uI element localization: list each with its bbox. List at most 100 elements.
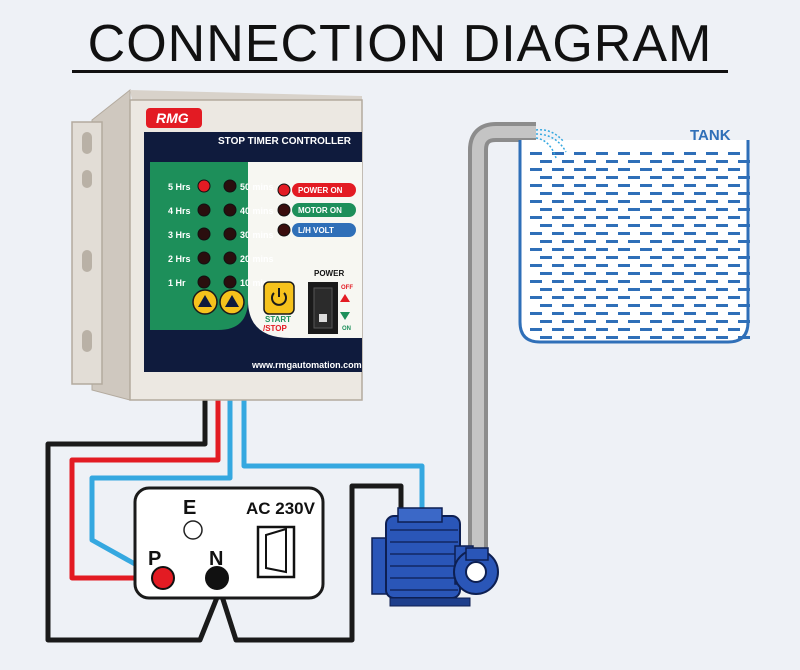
water-dash [596, 184, 608, 187]
website-label: www.rmgautomation.com [251, 360, 362, 370]
water-dash [650, 256, 662, 259]
minute-led [223, 275, 237, 289]
water-dash [540, 176, 552, 179]
water-dash [562, 160, 574, 163]
water-dash [640, 296, 652, 299]
water-dash [728, 280, 740, 283]
water-dash [562, 336, 574, 339]
water-dash [672, 272, 684, 275]
water-dash [684, 184, 696, 187]
water-dash [562, 208, 574, 211]
water-dash [530, 312, 542, 315]
water-dash [574, 168, 586, 171]
water-dash [650, 304, 662, 307]
minute-up-button[interactable] [219, 289, 245, 315]
water-dash [618, 184, 630, 187]
water-dash [540, 288, 552, 291]
status-led [277, 183, 291, 197]
water-dash [684, 280, 696, 283]
water-dash [606, 240, 618, 243]
water-dash [662, 328, 674, 331]
water-dash [716, 224, 728, 227]
power-switch[interactable] [308, 282, 338, 334]
water-dash [584, 336, 596, 339]
water-dash [618, 296, 630, 299]
water-dash [694, 208, 706, 211]
water-dash [584, 304, 596, 307]
minute-led [223, 251, 237, 265]
water-dash [662, 296, 674, 299]
water-dash [650, 272, 662, 275]
water-dash [650, 192, 662, 195]
water-dash [640, 184, 652, 187]
water-dash [706, 152, 718, 155]
off-label: OFF [341, 285, 353, 291]
hour-led [197, 251, 211, 265]
water-dash [640, 328, 652, 331]
start-label: START [265, 315, 291, 324]
water-dash [716, 288, 728, 291]
minute-label: 20 mins [240, 254, 274, 264]
water-dash [540, 256, 552, 259]
status-label: L/H VOLT [298, 226, 334, 235]
water-dash [650, 240, 662, 243]
water-dash [706, 168, 718, 171]
title-underline [72, 70, 728, 73]
water-dash [606, 192, 618, 195]
water-dash [706, 264, 718, 267]
water-dash [618, 248, 630, 251]
water-dash [540, 224, 552, 227]
water-dash [552, 216, 564, 219]
stop-label: /STOP [263, 324, 288, 333]
water-dash [728, 152, 740, 155]
water-dash [628, 224, 640, 227]
water-dash [540, 208, 552, 211]
water-dash [574, 248, 586, 251]
water-dash [672, 256, 684, 259]
water-dash [716, 272, 728, 275]
water-dash [640, 248, 652, 251]
water-dash [650, 224, 662, 227]
water-dash [596, 264, 608, 267]
water-dash [728, 216, 740, 219]
water-dash [584, 192, 596, 195]
water-dash [716, 176, 728, 179]
water-dash [684, 264, 696, 267]
hour-led [197, 179, 211, 193]
water-dash [728, 264, 740, 267]
water-dash [540, 240, 552, 243]
water-dash [540, 320, 552, 323]
hour-led [197, 275, 211, 289]
water-dash [706, 216, 718, 219]
water-dash [618, 152, 630, 155]
water-dash [694, 240, 706, 243]
water-dash [628, 336, 640, 339]
status-led [277, 203, 291, 217]
water-dash [684, 312, 696, 315]
water-dash [738, 176, 750, 179]
water-dash [530, 248, 542, 251]
water-dash [596, 312, 608, 315]
water-dash [628, 304, 640, 307]
water-dash [684, 200, 696, 203]
water-dash [694, 192, 706, 195]
start-stop-button[interactable]: START /STOP [263, 281, 295, 333]
water-dash [530, 232, 542, 235]
water-dash [684, 296, 696, 299]
water-dash [662, 168, 674, 171]
water-dash [738, 272, 750, 275]
hour-label: 2 Hrs [168, 254, 191, 264]
water-dash [716, 208, 728, 211]
water-dash [716, 240, 728, 243]
water-dash [606, 288, 618, 291]
water-dash [728, 168, 740, 171]
water-dash [650, 160, 662, 163]
hour-up-button[interactable] [192, 289, 218, 315]
hour-label: 5 Hrs [168, 182, 191, 192]
water-dash [662, 200, 674, 203]
water-dash [552, 296, 564, 299]
minute-label: 40 mins [240, 206, 274, 216]
water-dash [552, 248, 564, 251]
water-dash [596, 216, 608, 219]
